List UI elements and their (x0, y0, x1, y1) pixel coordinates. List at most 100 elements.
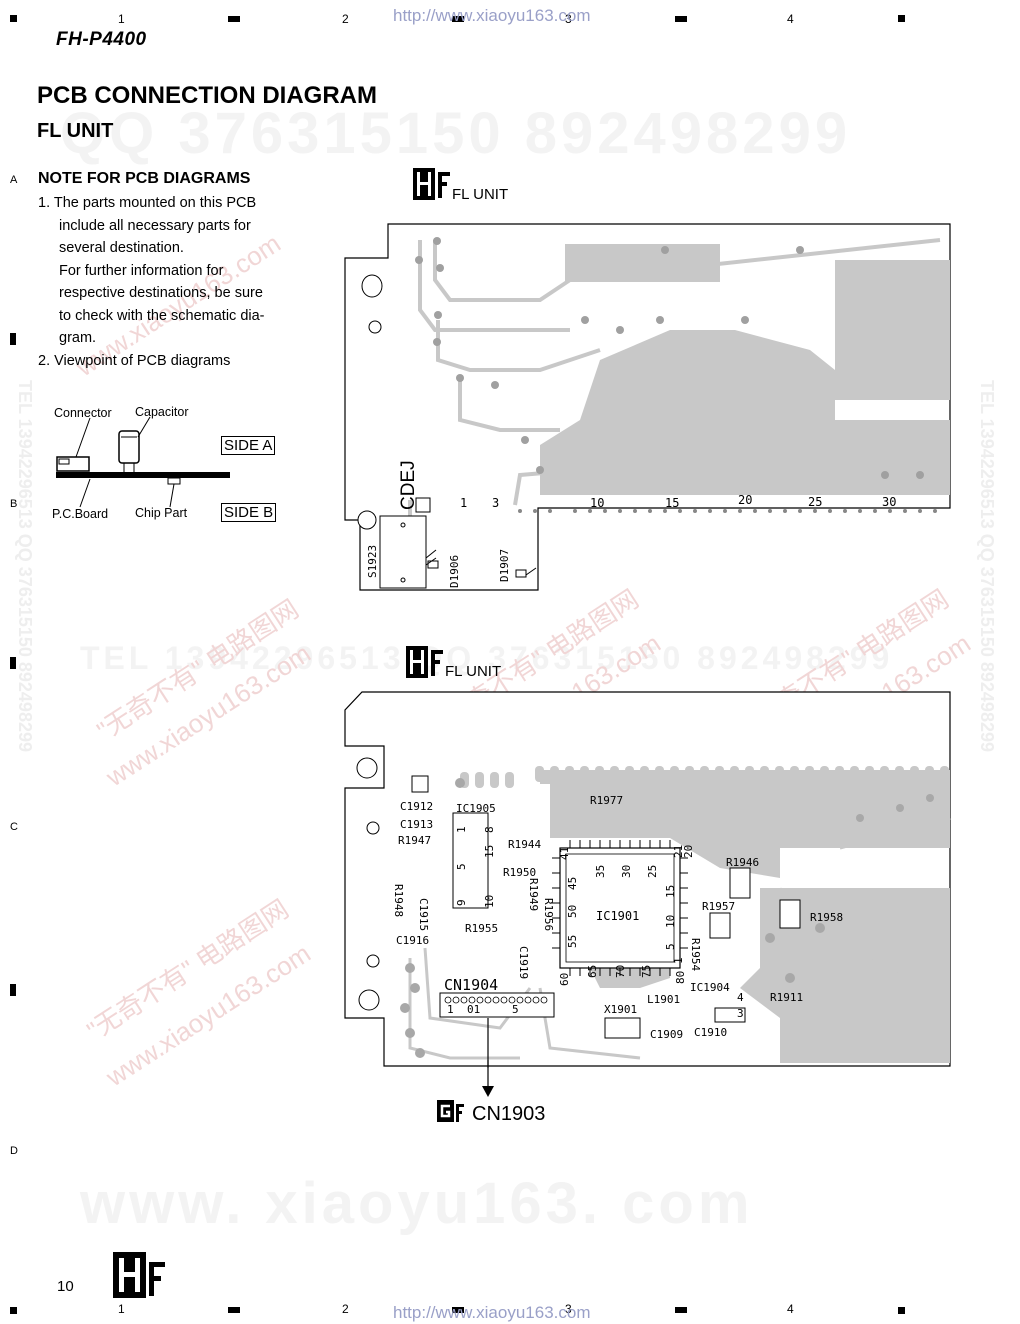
small-number: 15 (483, 845, 496, 858)
hf-badge-icon (113, 1252, 146, 1298)
side-letter-d: D (10, 1145, 18, 1157)
component-r1948: R1948 (392, 884, 405, 917)
ic-pin-number: 45 (566, 877, 579, 890)
page-number: 10 (57, 1278, 74, 1295)
pin-number: 1 (460, 496, 467, 510)
component-r1955: R1955 (465, 922, 498, 935)
component-l1901: L1901 (647, 993, 680, 1006)
cn1903-label: CN1903 (472, 1103, 546, 1125)
ic-pin-number: 5 (664, 943, 677, 950)
grid-corner-marker (10, 15, 17, 22)
pin-number: 25 (808, 495, 822, 509)
note-line: 1. The parts mounted on this PCB (38, 195, 257, 211)
component-r1947: R1947 (398, 834, 431, 847)
label-pc-board: P.C.Board (52, 507, 109, 521)
component-r1946: R1946 (726, 856, 759, 869)
grid-number-1: 1 (118, 12, 125, 26)
small-number: 1 (455, 826, 468, 833)
component-r1911: R1911 (770, 991, 803, 1004)
component-d1906: D1906 (448, 555, 461, 588)
footer-url[interactable]: http://www.xiaoyu163.com (393, 1303, 591, 1322)
component-r1956: R1956 (542, 898, 555, 931)
cdej-label: CDEJ (398, 460, 419, 510)
ic-pin-number: 60 (558, 973, 571, 986)
grid-bar-marker (675, 1307, 687, 1313)
watermark-vertical-right: TEL 13942296513 QQ 376315150 892498299 (977, 380, 997, 752)
grid-bar-marker (452, 16, 464, 22)
component-r1950: R1950 (503, 866, 536, 879)
hf-badge-icon (413, 168, 435, 200)
component-c1915: C1915 (417, 898, 430, 931)
grid-number-3: 3 (565, 12, 572, 26)
small-number: 8 (483, 826, 496, 833)
component-c1913: C1913 (400, 818, 433, 831)
small-number: 9 (455, 899, 468, 906)
small-number: 5 (512, 1003, 519, 1016)
ic-pin-number: 25 (646, 865, 659, 878)
note-line: For further information for (59, 262, 224, 279)
ic-pin-number: 1 (672, 957, 685, 964)
watermark-tel: TEL 13942296513 QQ 376315150 892498299 (80, 640, 894, 676)
component-c1910: C1910 (694, 1026, 727, 1039)
small-number: 01 (467, 1003, 480, 1016)
header-url[interactable]: http://www.xiaoyu163.com (393, 6, 591, 25)
label-connector: Connector (54, 406, 112, 420)
small-number: 5 (455, 863, 468, 870)
ic-pin-number: 21 (672, 845, 685, 858)
f-letter-icon (431, 650, 443, 676)
side-letter-a: A (10, 174, 18, 186)
ic-pin-number: 75 (640, 965, 653, 978)
grid-corner-marker (898, 15, 905, 22)
label-chip-part: Chip Part (135, 506, 188, 520)
page-subtitle: FL UNIT (37, 120, 114, 142)
small-number: 1 (447, 1003, 454, 1016)
component-r1954: R1954 (689, 938, 702, 971)
gf-badge-icon (437, 1100, 454, 1122)
note-item-2: 2. Viewpoint of PCB diagrams (38, 352, 231, 369)
watermark-vertical-left: TEL 13942296513 QQ 376315150 892498299 (15, 380, 35, 752)
pin-number: 30 (882, 495, 896, 509)
ic-pin-number: 15 (664, 885, 677, 898)
watermark-qq: QQ 376315150 892498299 (60, 101, 852, 166)
grid-bar-marker (675, 16, 687, 22)
component-x1901: X1901 (604, 1003, 637, 1016)
page-title: PCB CONNECTION DIAGRAM (37, 82, 377, 109)
hf-badge-icon (406, 646, 428, 678)
note-line: gram. (59, 330, 97, 346)
watermark-www: www. xiaoyu163. com (80, 1171, 754, 1236)
component-ic1901: IC1901 (596, 909, 639, 923)
pcb-diagram-1: 1 3 10 15 20 25 30 CDEJ S1923 D1906 D190… (344, 223, 951, 591)
component-d1907: D1907 (498, 549, 511, 582)
ic-pin-number: 50 (566, 905, 579, 918)
component-cn1904: CN1904 (444, 976, 498, 994)
ic-pin-number: 80 (674, 971, 687, 984)
component-c1909: C1909 (650, 1028, 683, 1041)
side-marker (10, 333, 16, 345)
ic-pin-number: 55 (566, 935, 579, 948)
grid-bar-marker (452, 1307, 464, 1313)
pcb-diagram-2: C1912 C1913 R1947 C1915 R1948 C1916 IC19… (344, 691, 951, 1068)
ic-pin-number: 70 (614, 965, 627, 978)
component-ic1904: IC1904 (690, 981, 730, 994)
diagram2-label: FL UNIT (445, 663, 502, 680)
component-r1949: R1949 (527, 878, 540, 911)
component-r1944: R1944 (508, 838, 541, 851)
note-line: respective destinations, be sure (59, 285, 263, 301)
small-number: 4 (737, 991, 744, 1004)
ic-pin-number: 35 (594, 865, 607, 878)
component-r1957: R1957 (702, 900, 735, 913)
grid-corner-marker (898, 1307, 905, 1314)
side-letter-b: B (10, 498, 18, 510)
pin-number: 15 (665, 496, 679, 510)
ic-pin-number: 41 (558, 847, 571, 860)
diagram1-label: FL UNIT (452, 186, 509, 203)
component-r1977: R1977 (590, 794, 623, 807)
grid-number-4: 4 (787, 1302, 794, 1316)
note-line: include all necessary parts for (59, 217, 251, 234)
note-title: NOTE FOR PCB DIAGRAMS (38, 170, 251, 187)
arrow-down-icon (482, 1060, 494, 1097)
grid-number-1: 1 (118, 1302, 125, 1316)
grid-bar-marker (228, 1307, 240, 1313)
note-line: to check with the schematic dia- (59, 307, 265, 324)
viewpoint-illustration (56, 416, 230, 508)
